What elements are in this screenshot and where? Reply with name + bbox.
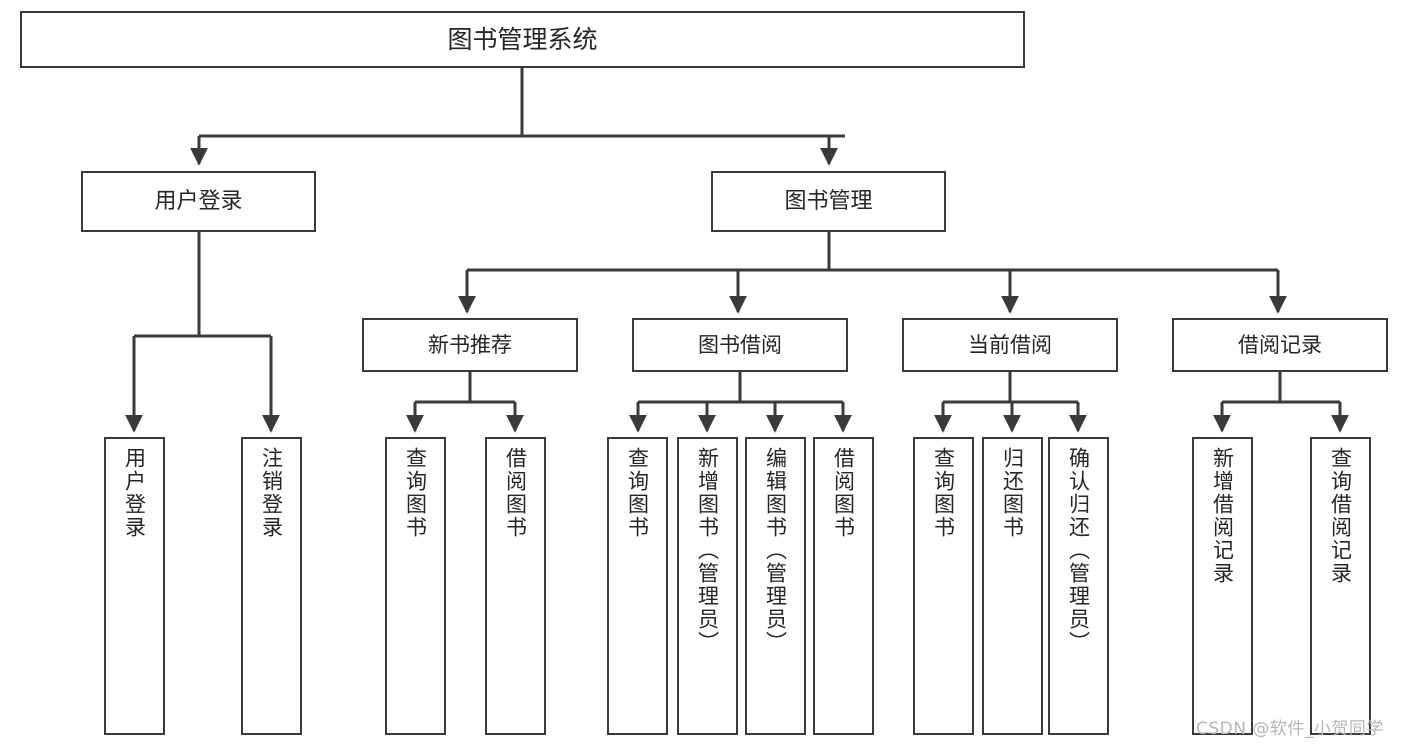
node-leaf-return-book-label: 归还图书 [1000, 447, 1025, 539]
node-leaf-logout[interactable]: 注销登录 [241, 437, 302, 735]
node-leaf-query-book-3[interactable]: 查询图书 [913, 437, 974, 735]
node-leaf-add-record-label: 新增借阅记录 [1210, 447, 1235, 585]
node-book-borrow[interactable]: 图书借阅 [632, 318, 848, 372]
node-leaf-borrow-book-2[interactable]: 借阅图书 [813, 437, 874, 735]
node-leaf-query-book-1-label: 查询图书 [403, 447, 428, 539]
node-leaf-add-record[interactable]: 新增借阅记录 [1192, 437, 1253, 735]
node-book-manage[interactable]: 图书管理 [711, 171, 946, 232]
node-leaf-query-book-1[interactable]: 查询图书 [385, 437, 446, 735]
node-leaf-borrow-book-2-label: 借阅图书 [831, 447, 856, 539]
node-user-login-label: 用户登录 [154, 188, 243, 214]
node-user-login[interactable]: 用户登录 [81, 171, 316, 232]
node-new-book-rec[interactable]: 新书推荐 [362, 318, 578, 372]
node-leaf-borrow-book-1-label: 借阅图书 [503, 447, 528, 539]
csdn-watermark: CSDN @软件_小贺同学 [1196, 719, 1384, 739]
node-leaf-query-book-2[interactable]: 查询图书 [607, 437, 668, 735]
node-leaf-query-book-3-label: 查询图书 [931, 447, 956, 539]
node-leaf-confirm-return[interactable]: 确认归还（管理员） [1048, 437, 1109, 735]
node-leaf-user-login-label: 用户登录 [122, 447, 147, 539]
node-book-manage-label: 图书管理 [784, 188, 873, 214]
node-leaf-user-login[interactable]: 用户登录 [104, 437, 165, 735]
node-new-book-rec-label: 新书推荐 [428, 332, 512, 357]
node-leaf-edit-book[interactable]: 编辑图书（管理员） [745, 437, 806, 735]
node-current-borrow-label: 当前借阅 [968, 332, 1052, 357]
node-leaf-add-book[interactable]: 新增图书（管理员） [677, 437, 738, 735]
node-leaf-confirm-return-label: 确认归还（管理员） [1066, 447, 1091, 654]
node-root[interactable]: 图书管理系统 [20, 11, 1025, 68]
node-leaf-add-book-label: 新增图书（管理员） [695, 447, 720, 654]
node-leaf-query-record[interactable]: 查询借阅记录 [1310, 437, 1371, 735]
node-leaf-query-book-2-label: 查询图书 [625, 447, 650, 539]
node-borrow-record[interactable]: 借阅记录 [1172, 318, 1388, 372]
node-leaf-borrow-book-1[interactable]: 借阅图书 [485, 437, 546, 735]
node-book-borrow-label: 图书借阅 [698, 332, 782, 357]
node-leaf-query-record-label: 查询借阅记录 [1328, 447, 1353, 585]
node-leaf-logout-label: 注销登录 [259, 447, 284, 539]
node-borrow-record-label: 借阅记录 [1238, 332, 1322, 357]
node-current-borrow[interactable]: 当前借阅 [902, 318, 1118, 372]
node-leaf-return-book[interactable]: 归还图书 [982, 437, 1043, 735]
node-leaf-edit-book-label: 编辑图书（管理员） [763, 447, 788, 654]
node-root-label: 图书管理系统 [447, 24, 598, 54]
